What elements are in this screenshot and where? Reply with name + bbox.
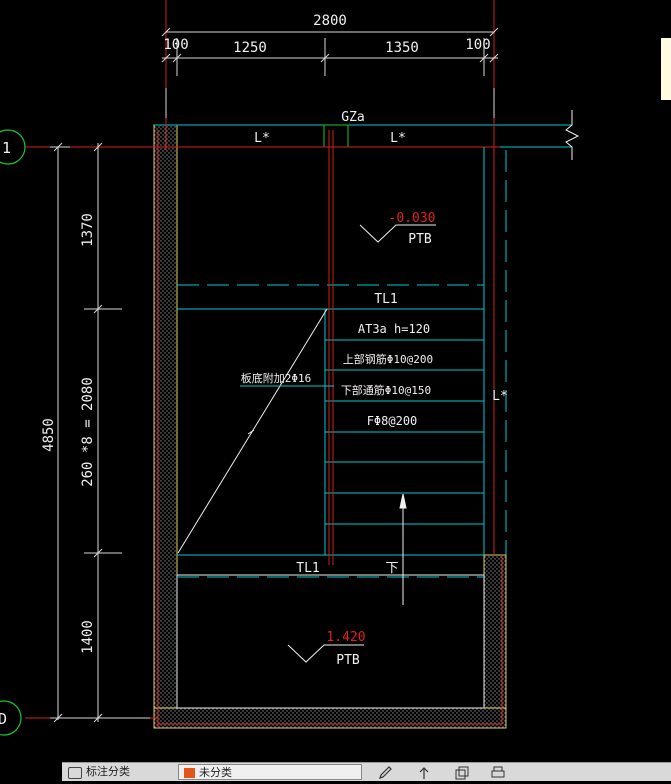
column-label: GZa [341, 110, 364, 125]
axis-label-d: D [0, 710, 7, 728]
stair-type-label: AT3a h=120 [358, 322, 430, 336]
stair-treads [324, 309, 484, 555]
column-gza [323, 124, 349, 148]
bottom-rebar-label: 下部通筋Φ10@150 [341, 383, 431, 397]
slab-extra-rebar-label: 板底附加2Φ16 [241, 371, 312, 385]
axis-bubble-d [0, 700, 22, 736]
scrollbar-thumb[interactable] [661, 38, 671, 100]
uncategorized-dropdown[interactable]: 未分类 [178, 764, 362, 780]
stair-beams [177, 284, 484, 578]
beam-label-left: L* [254, 131, 270, 146]
print-icon[interactable] [490, 765, 506, 779]
dist-rebar-label: FΦ8@200 [367, 414, 418, 428]
slab-diagonal [177, 308, 334, 554]
layer-toolbar: 标注分类 未分类 [62, 762, 671, 781]
annotation-category-label: 标注分类 [86, 765, 130, 778]
dim-lower-landing: 1400 [80, 620, 96, 654]
dim-left-span: 1250 [233, 40, 267, 56]
lower-elevation-value: 1.420 [326, 630, 365, 645]
dim-right-offset: 100 [465, 37, 490, 53]
edit-icon[interactable] [378, 765, 394, 779]
dim-upper-landing: 1370 [80, 213, 96, 247]
tl-label-bottom: TL1 [296, 561, 319, 576]
right-lower-wall [483, 554, 507, 729]
up-arrow-icon[interactable] [416, 765, 432, 779]
direction-label: 下 [385, 561, 398, 576]
top-beam [154, 110, 580, 160]
beam-label-right: L* [390, 131, 406, 146]
dim-left-offset: 100 [163, 37, 188, 53]
category-icon [68, 767, 82, 779]
down-arrow [399, 493, 407, 605]
dim-right-span: 1350 [385, 40, 419, 56]
annotation-category-tab[interactable]: 标注分类 [64, 764, 130, 780]
left-wall [153, 124, 178, 729]
left-dimensions [50, 142, 150, 723]
upper-landing-type: PTB [408, 232, 432, 247]
copy-icon[interactable] [454, 765, 470, 780]
dim-stair-run: 260 *8 = 2080 [80, 377, 96, 487]
dim-overall-height: 4850 [41, 418, 57, 452]
axis-lines: 1 D [0, 0, 500, 736]
dim-overall-width: 2800 [313, 13, 347, 29]
wall-hatch [153, 124, 507, 729]
axis-bubble-1 [0, 129, 26, 165]
upper-elevation-mark [359, 224, 436, 243]
beam-label-side: L* [492, 389, 508, 404]
right-side-beam [483, 147, 507, 555]
uncategorized-label: 未分类 [199, 766, 232, 779]
upper-elevation-value: -0.030 [389, 211, 436, 226]
lower-elevation-mark [287, 644, 364, 663]
top-rebar-label: 上部钢筋Φ10@200 [343, 352, 433, 366]
lower-landing-type: PTB [336, 653, 360, 668]
axis-label-1: 1 [2, 139, 11, 157]
layer-color-icon [184, 768, 195, 778]
top-dimensions [161, 27, 499, 118]
break-lines [328, 130, 334, 565]
bottom-wall [153, 707, 507, 729]
stair-plan-drawing: 1 D 2800 100 1250 1350 100 4850 [0, 0, 580, 736]
tl-label-top: TL1 [374, 292, 397, 307]
